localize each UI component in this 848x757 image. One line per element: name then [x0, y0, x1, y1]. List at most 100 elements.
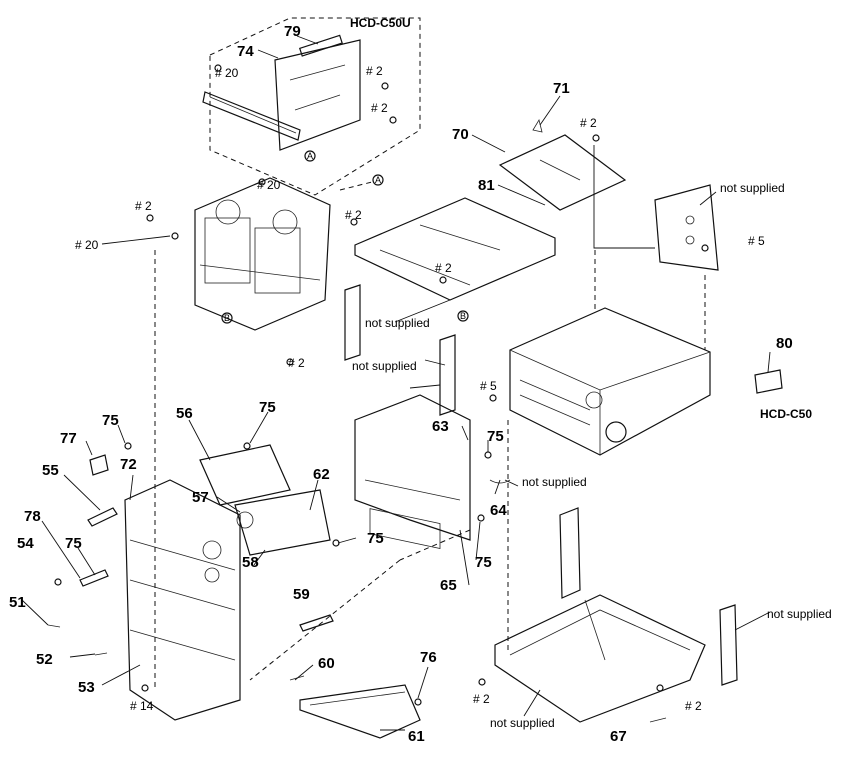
pcb-70-group	[498, 118, 655, 249]
cd-mechanism-chassis	[509, 307, 711, 456]
screw-label-2-b: # 2	[371, 101, 388, 115]
part-label-79: 79	[284, 23, 301, 40]
part-label-65: 65	[440, 577, 457, 594]
hcd-c50u-dashed-outline	[209, 17, 421, 196]
ref-mark-b-label-1: B	[224, 313, 230, 323]
part-label-54: 54	[17, 535, 34, 552]
reference-mark-labels: A A B B	[224, 151, 466, 323]
front-panel-72	[124, 479, 241, 721]
note-not-supplied-1: not supplied	[720, 181, 785, 195]
deck-left-cassette	[204, 217, 251, 284]
screw-label-2-d: # 2	[135, 199, 152, 213]
part-label-80: 80	[776, 335, 793, 352]
screw-label-2-c: # 2	[580, 116, 597, 130]
part-label-75-c: 75	[487, 428, 504, 445]
leader-lines	[21, 35, 771, 731]
ref-mark-a-label-2: A	[375, 175, 381, 185]
ref-mark-a-circle-right	[372, 174, 384, 186]
part-label-56: 56	[176, 405, 193, 422]
part-label-75-b: 75	[102, 412, 119, 429]
part-51	[47, 624, 61, 628]
part-label-71: 71	[553, 80, 570, 97]
screw-label-20-b: # 20	[257, 178, 281, 192]
part-label-81: 81	[478, 177, 495, 194]
button-board-57	[234, 489, 331, 556]
bracket-middle-not-supplied	[439, 334, 456, 416]
side-bracket-right	[654, 184, 719, 271]
pcb-70	[498, 134, 627, 211]
part-label-62: 62	[313, 466, 330, 483]
part-label-75-f: 75	[475, 554, 492, 571]
chassis-plate-81	[354, 197, 556, 301]
part-label-75-e: 75	[65, 535, 82, 552]
part-77	[89, 454, 109, 476]
model-label-hcd-c50u: HCD-C50U	[350, 16, 411, 30]
part-label-78: 78	[24, 508, 41, 525]
screw-label-2-e: # 2	[345, 208, 362, 222]
part-label-52: 52	[36, 651, 53, 668]
ref-mark-b-circle-left	[221, 312, 233, 324]
deck-body	[194, 177, 331, 331]
bottom-plate	[494, 594, 706, 723]
part-71	[532, 118, 543, 133]
screw-label-14: # 14	[130, 699, 154, 713]
part-label-77: 77	[60, 430, 77, 447]
part-64	[489, 479, 511, 484]
ref-mark-a-label-1: A	[307, 151, 313, 161]
connector-79	[298, 34, 343, 57]
part-label-51: 51	[9, 594, 26, 611]
note-not-supplied-2: not supplied	[365, 316, 430, 330]
display-pcb-65	[354, 394, 471, 541]
screw-label-2-i: # 2	[685, 699, 702, 713]
bottom-bracket-not-supplied	[559, 507, 581, 599]
screw-label-5-b: # 5	[480, 379, 497, 393]
model-labels: HCD-C50U HCD-C50	[350, 16, 812, 421]
part-label-74: 74	[237, 43, 254, 60]
screw-label-2-f: # 2	[435, 261, 452, 275]
display-board	[354, 394, 511, 550]
part-label-67: 67	[610, 728, 627, 745]
part-78	[79, 569, 109, 587]
deck-right-cassette	[254, 227, 301, 294]
hcd-c50u-group	[202, 17, 421, 196]
top-chassis-plate	[339, 174, 556, 416]
part-label-60: 60	[318, 655, 335, 672]
screw-label-2-a: # 2	[366, 64, 383, 78]
screw-label-5-a: # 5	[748, 234, 765, 248]
cassette-deck-mechanism	[146, 177, 331, 366]
part-55	[87, 507, 118, 527]
part-52	[94, 652, 108, 656]
cd-mechanism	[489, 307, 783, 456]
part-67	[649, 717, 667, 723]
display-window	[369, 508, 441, 550]
side-bracket-not-supplied	[654, 184, 719, 271]
alignment-lines	[154, 250, 706, 690]
door-part-61	[299, 684, 421, 739]
ref-mark-b-circle-right	[457, 310, 469, 322]
part-label-72: 72	[120, 456, 137, 473]
model-label-hcd-c50: HCD-C50	[760, 407, 812, 421]
part-label-58: 58	[242, 554, 259, 571]
note-not-supplied-3: not supplied	[352, 359, 417, 373]
cd-gear	[605, 421, 627, 443]
part-label-61: 61	[408, 728, 425, 745]
screw-label-2-g: # 2	[288, 356, 305, 370]
part-label-53: 53	[78, 679, 95, 696]
rear-bracket-not-supplied	[719, 604, 738, 686]
note-not-supplied-5: not supplied	[767, 607, 832, 621]
bracket-rail	[202, 91, 301, 141]
front-panel-assembly	[47, 442, 340, 721]
part-label-75-a: 75	[259, 399, 276, 416]
screw-label-20-a: # 20	[215, 66, 239, 80]
part-59	[299, 614, 334, 632]
bracket-left-not-supplied	[344, 284, 361, 361]
screw-label-2-h: # 2	[473, 692, 490, 706]
part-label-57: 57	[192, 489, 209, 506]
part-label-55: 55	[42, 462, 59, 479]
bottom-chassis	[478, 507, 738, 723]
door-61	[289, 675, 422, 739]
note-not-supplied-6: not supplied	[490, 716, 555, 730]
ref-mark-a-circle	[304, 150, 316, 162]
